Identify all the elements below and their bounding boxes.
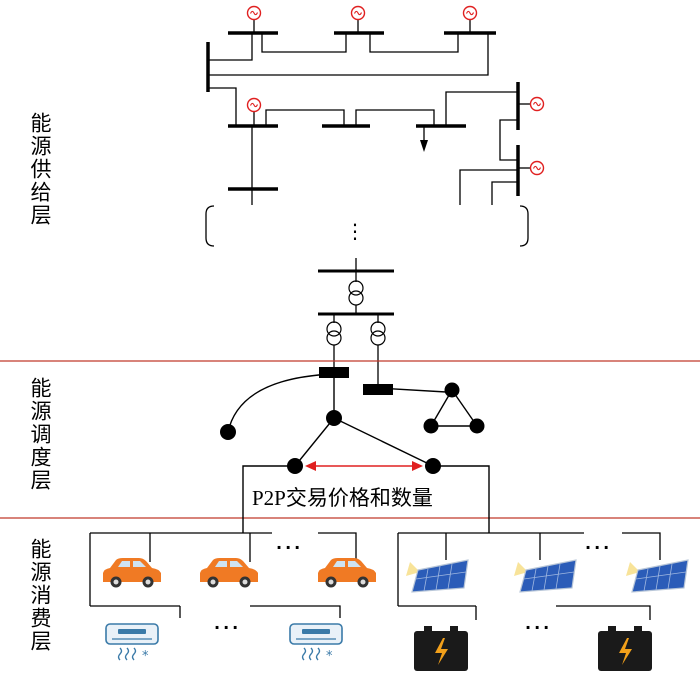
ellipsis: ··· [585,538,613,557]
network-node [326,410,342,426]
transformer-section [318,258,394,384]
generator-icon [246,5,262,21]
dispatch-nodes [220,382,485,474]
load-arrow-icon [420,126,428,152]
generator-icon [529,160,545,176]
network-node [469,418,485,434]
layer-label-dispatch: 能源调度层 [28,377,52,492]
consumer-wiring-right [397,532,661,620]
p2p-trade-arrow [305,461,423,471]
ellipsis: ··· [214,618,242,637]
generator-icon [529,96,545,112]
consumer-wiring-left [89,532,357,618]
electric-car-icon [200,558,258,588]
dispatch-bus [363,384,393,395]
layer-label-consumption: 能源消费层 [28,538,52,653]
solar-panel-icon [513,559,577,593]
battery-icon [598,626,652,671]
vertical-ellipsis: ⋮ [345,219,365,243]
generator-icon [462,5,478,21]
air-conditioner-icon [105,623,159,665]
generator-icon [246,97,262,113]
trading-node [425,458,441,474]
network-node [423,418,439,434]
battery-icon [414,626,468,671]
layer-label-supply: 能源供给层 [28,112,52,227]
dispatch-bus [319,367,349,378]
trading-node [287,458,303,474]
network-node [444,382,460,398]
electric-car-icon [103,558,161,588]
network-node [220,424,236,440]
supply-network [205,20,530,247]
p2p-trade-label: P2P交易价格和数量 [252,486,433,510]
generator-icon [350,5,366,21]
ellipsis: ··· [525,618,553,637]
solar-panel-icon [625,559,689,593]
air-conditioner-icon [289,623,343,665]
solar-panel-icon [405,559,469,593]
electric-car-icon [318,558,376,588]
ellipsis: ··· [276,538,304,557]
dispatch-network [227,373,490,533]
